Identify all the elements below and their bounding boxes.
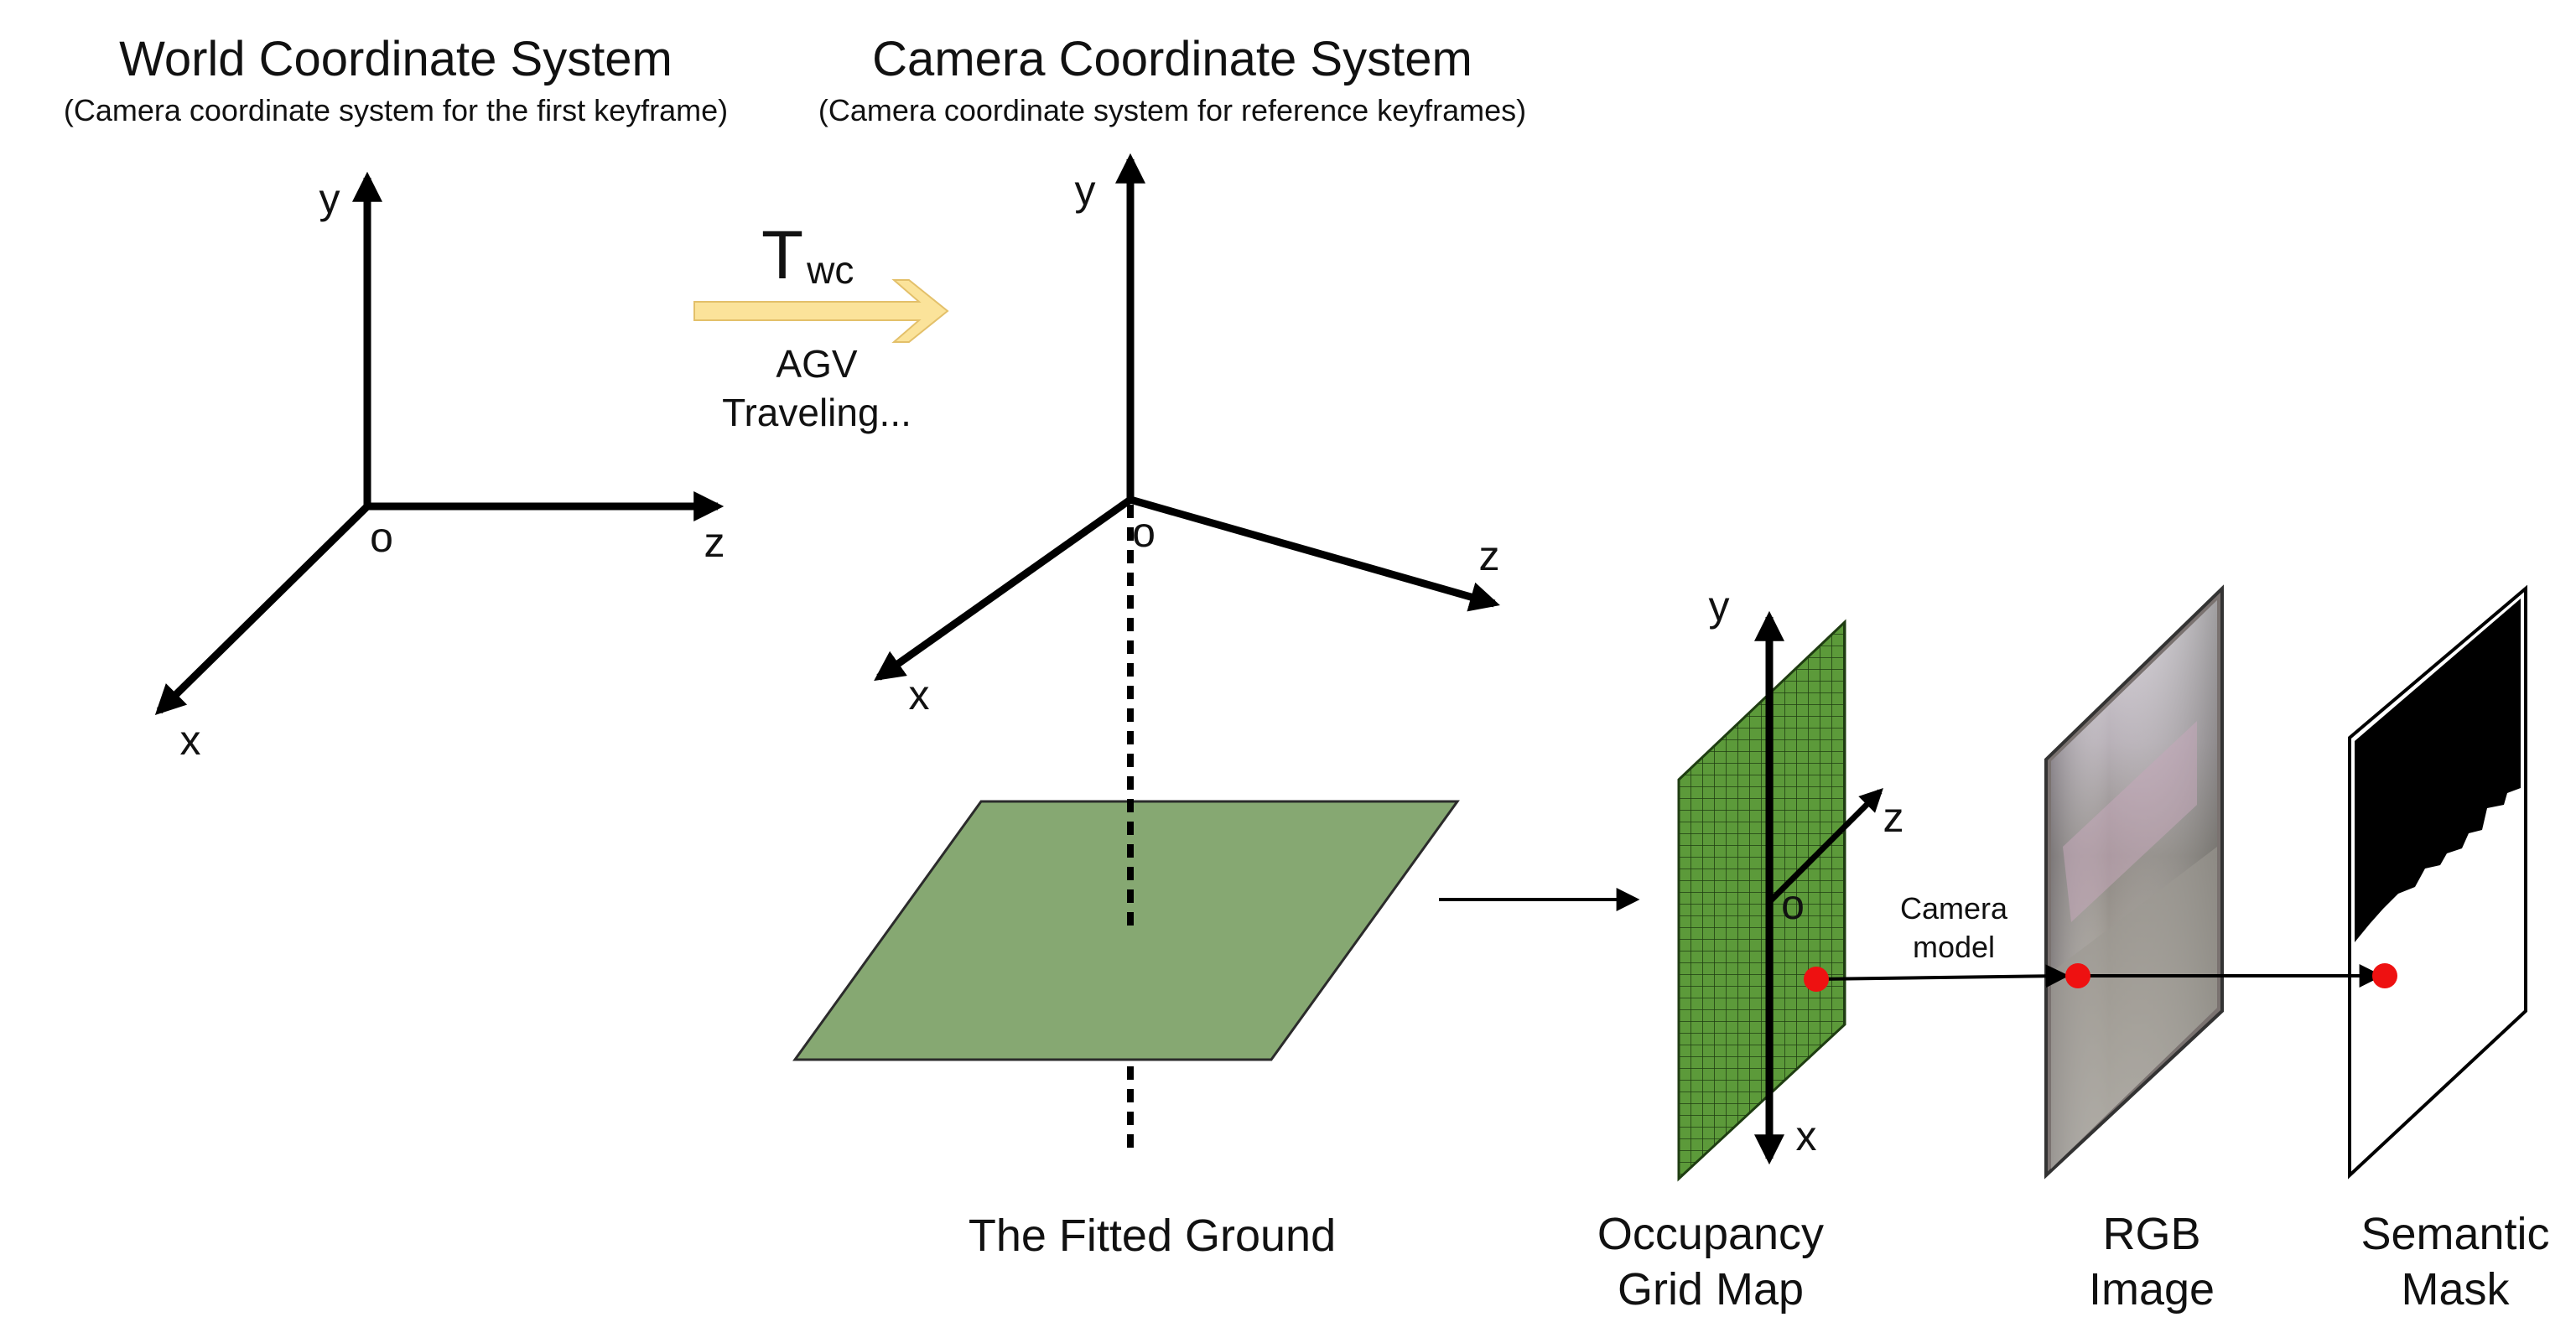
ground-label: The Fitted Ground bbox=[969, 1211, 1336, 1261]
rgb-point bbox=[2065, 963, 2090, 988]
world-z-label: z bbox=[704, 519, 725, 566]
grid-label-line1: Occupancy bbox=[1597, 1209, 1824, 1259]
grid-to-rgb-arrow bbox=[1815, 964, 2070, 988]
camera-z-label: z bbox=[1479, 532, 1500, 579]
world-coordinate-frame: World Coordinate System (Camera coordina… bbox=[64, 32, 728, 764]
grid-origin-label: o bbox=[1781, 881, 1805, 928]
grid-z-label: z bbox=[1883, 794, 1904, 841]
camera-origin-label: o bbox=[1132, 509, 1156, 556]
camera-frame-subtitle: (Camera coordinate system for reference … bbox=[818, 93, 1526, 127]
ground-plane bbox=[792, 800, 1460, 1061]
transform-symbol: T bbox=[761, 217, 803, 293]
rgb-label-line1: RGB bbox=[2102, 1209, 2200, 1259]
world-y-label: y bbox=[319, 175, 340, 222]
rgb-image-panel: RGB Image bbox=[2044, 584, 2224, 1314]
grid-z-axis bbox=[1767, 788, 1883, 905]
grid-x-label: x bbox=[1796, 1112, 1817, 1159]
world-x-axis bbox=[154, 503, 371, 716]
rgb-label-line2: Image bbox=[2089, 1264, 2215, 1314]
transform-label: Twc bbox=[761, 217, 854, 293]
camera-frame-title: Camera Coordinate System bbox=[872, 32, 1472, 86]
camera-coordinate-frame: Camera Coordinate System (Camera coordin… bbox=[818, 32, 1526, 718]
projection-path: Camera model bbox=[1804, 891, 2397, 992]
semantic-mask-panel: Semantic Mask bbox=[2348, 584, 2550, 1314]
camera-model-line1: Camera bbox=[1900, 891, 2008, 926]
mask-point bbox=[2372, 963, 2397, 988]
camera-z-axis bbox=[1129, 495, 1500, 612]
camera-x-axis bbox=[874, 496, 1133, 682]
transform-indicator: Twc AGV Traveling... bbox=[693, 217, 949, 434]
transform-caption-line1: AGV bbox=[776, 342, 857, 386]
transform-arrow bbox=[693, 279, 949, 343]
occupancy-grid-map: y z x o Occupancy Grid Map bbox=[1597, 583, 1904, 1314]
grid-label-line2: Grid Map bbox=[1618, 1264, 1804, 1314]
rgb-image-facade bbox=[2063, 721, 2197, 922]
semantic-mask-region bbox=[2355, 599, 2521, 942]
camera-x-label: x bbox=[909, 672, 930, 718]
fitted-ground: The Fitted Ground bbox=[792, 505, 1460, 1261]
camera-y-label: y bbox=[1075, 167, 1096, 214]
mask-label-line1: Semantic bbox=[2360, 1209, 2549, 1259]
rgb-image-pavement bbox=[2051, 847, 2217, 1169]
world-x-label: x bbox=[180, 717, 201, 764]
camera-model-line2: model bbox=[1913, 930, 1995, 964]
grid-point bbox=[1804, 967, 1829, 992]
occupancy-grid bbox=[1677, 619, 1846, 1182]
world-origin-label: o bbox=[370, 514, 393, 561]
transform-caption-line2: Traveling... bbox=[722, 391, 911, 434]
grid-y-label: y bbox=[1709, 583, 1730, 630]
world-frame-subtitle: (Camera coordinate system for the first … bbox=[64, 93, 728, 127]
mask-label-line2: Mask bbox=[2401, 1264, 2510, 1314]
transform-subscript: wc bbox=[806, 248, 854, 292]
world-frame-title: World Coordinate System bbox=[119, 32, 673, 86]
